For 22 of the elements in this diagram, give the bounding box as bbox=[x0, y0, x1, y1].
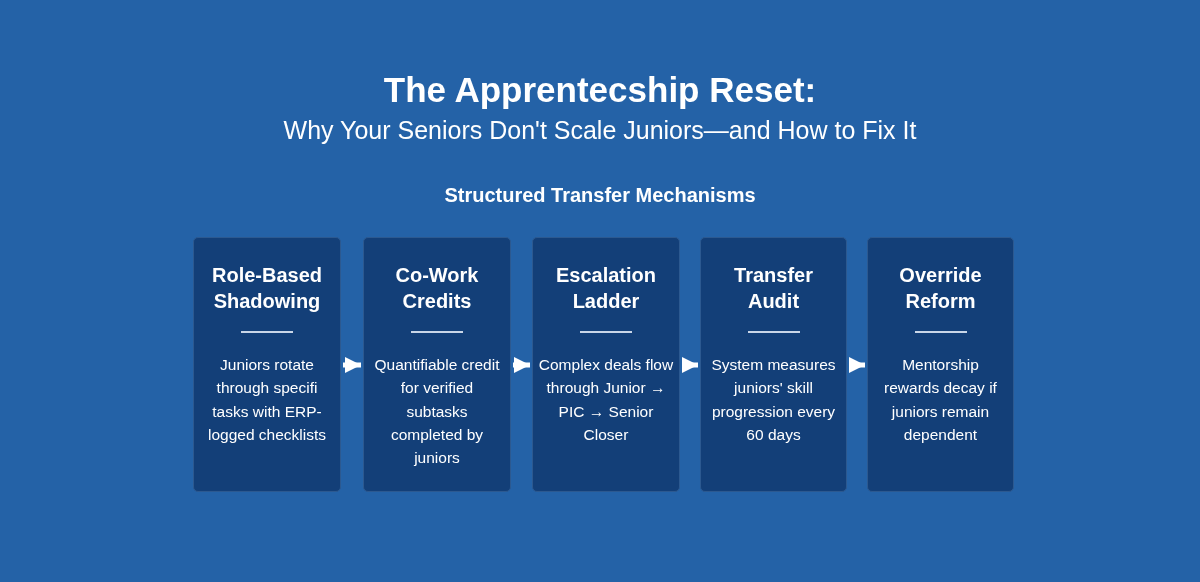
subtitle: Why Your Seniors Don't Scale Juniors—and How to Fix It bbox=[282, 116, 918, 145]
section-heading: Structured Transfer Mechanisms bbox=[443, 184, 757, 207]
arrow bbox=[849, 357, 865, 373]
step-description: System measures juniors' skill progression every 60 days bbox=[710, 355, 837, 445]
step-card bbox=[700, 237, 847, 492]
step-description: Complex deals flow through Junior → PIC → Senior Closer bbox=[538, 355, 674, 445]
step-heading: Co-Work Credits bbox=[394, 263, 480, 314]
step-heading: Override Reform bbox=[898, 263, 983, 314]
step-heading: Transfer Audit bbox=[733, 263, 814, 314]
arrow bbox=[513, 357, 530, 373]
step-heading: Escalation Ladder bbox=[554, 263, 657, 314]
arrow bbox=[343, 357, 361, 373]
title: The Apprentecship Reset: bbox=[382, 70, 818, 110]
step-card bbox=[363, 237, 511, 492]
step-card bbox=[532, 237, 680, 492]
step-card bbox=[867, 237, 1014, 492]
step-description: Juniors rotate through specifi tasks with ERP-logged checklists bbox=[206, 355, 327, 445]
step-description: Quantifiable credit for verified subtasks completed by juniors bbox=[373, 355, 501, 469]
step-heading: Role-Based Shadowing bbox=[211, 263, 323, 314]
step-description: Mentorship rewards decay if juniors remain dependent bbox=[883, 355, 998, 445]
step-card bbox=[193, 237, 341, 492]
arrow bbox=[682, 357, 698, 373]
